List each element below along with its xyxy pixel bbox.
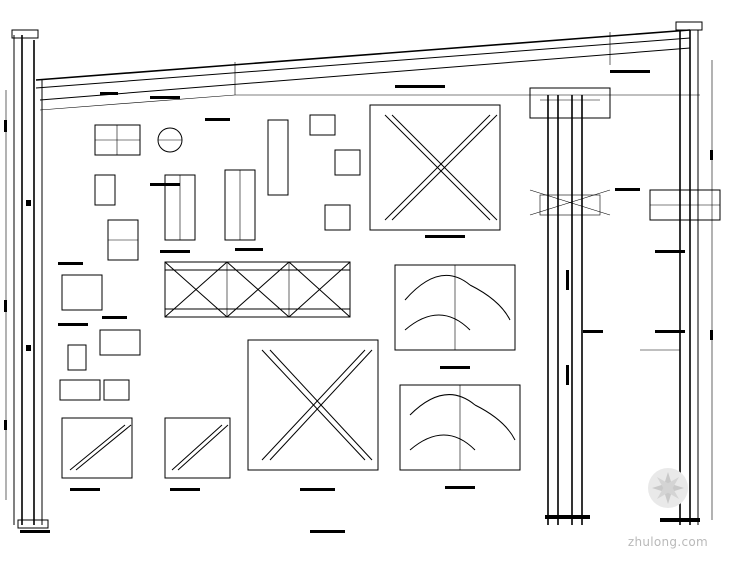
right-column-elevation: [660, 21, 713, 525]
middle-column-elevation: [529, 87, 611, 525]
connection-details-upper: [394, 264, 516, 369]
upper-x-brace: [369, 104, 501, 238]
roof-beam-elevation: [35, 29, 700, 111]
connection-details-lower: [399, 384, 521, 489]
watermark-text: zhulong.com: [627, 535, 708, 549]
column-section-details: [160, 114, 361, 253]
knee-brace-details: [61, 417, 231, 491]
right-knee-detail: [583, 188, 721, 351]
left-detail-group: [58, 124, 183, 401]
left-column-elevation: [4, 29, 50, 533]
horizontal-bracing-truss: [164, 261, 351, 318]
zhulong-flower-logo: [648, 468, 688, 508]
lower-x-brace: [247, 339, 379, 533]
